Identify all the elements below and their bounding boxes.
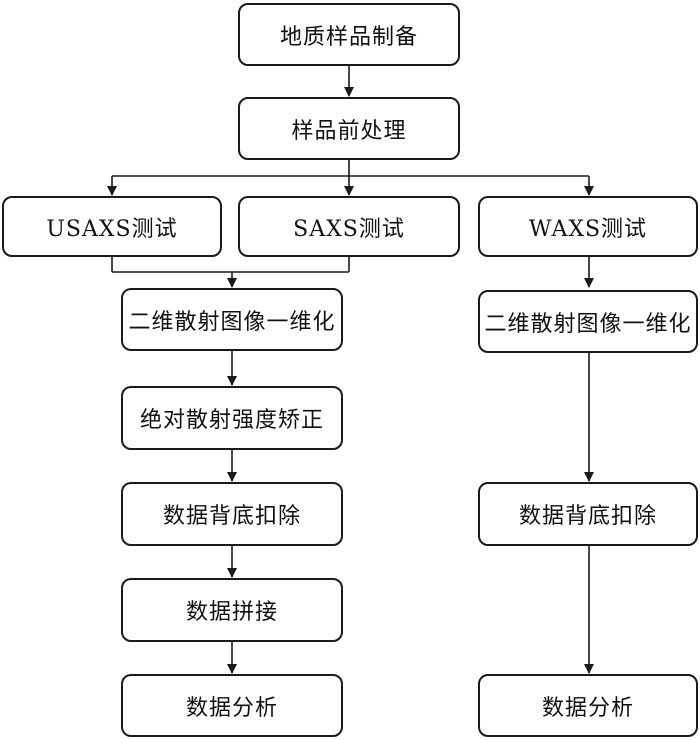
node-right-data-analysis: 数据分析 (478, 674, 698, 737)
node-absolute-intensity-calibration: 绝对散射强度矫正 (121, 386, 343, 450)
node-right-2d-to-1d: 二维散射图像一维化 (478, 290, 698, 353)
node-waxs-test: WAXS测试 (478, 196, 698, 257)
node-sample-pretreatment: 样品前处理 (238, 97, 460, 160)
node-saxs-test: SAXS测试 (238, 196, 460, 257)
node-left-2d-to-1d: 二维散射图像一维化 (121, 288, 343, 351)
node-data-merging: 数据拼接 (121, 578, 343, 642)
node-sample-preparation: 地质样品制备 (238, 3, 460, 66)
node-left-data-analysis: 数据分析 (121, 674, 343, 737)
node-usaxs-test: USAXS测试 (2, 196, 222, 257)
node-left-background-subtraction: 数据背底扣除 (121, 482, 343, 546)
node-right-background-subtraction: 数据背底扣除 (478, 482, 698, 546)
